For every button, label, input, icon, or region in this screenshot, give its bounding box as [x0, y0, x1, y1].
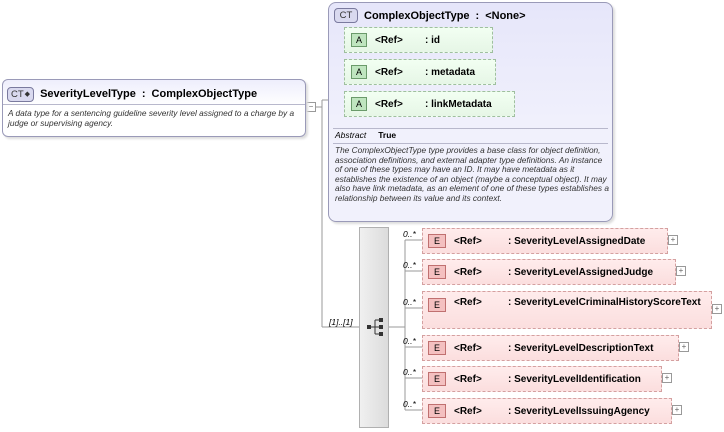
element-icon: E: [428, 265, 446, 279]
attribute-ref: <Ref>: [375, 98, 403, 110]
attribute-name: : metadata: [425, 66, 476, 78]
type-base: ComplexObjectType: [151, 88, 258, 100]
element-severity-level-criminal-history-score-text[interactable]: E <Ref> : SeverityLevelCriminalHistorySc…: [422, 291, 712, 329]
element-name: : SeverityLevelIdentification: [508, 373, 641, 385]
expand-toggle[interactable]: +: [662, 373, 672, 383]
expand-toggle[interactable]: +: [679, 342, 689, 352]
element-cardinality: 0..*: [403, 229, 416, 239]
attribute-icon: A: [351, 65, 367, 79]
attribute-icon: A: [351, 97, 367, 111]
expand-toggle[interactable]: +: [672, 405, 682, 415]
element-icon: E: [428, 298, 446, 312]
expand-toggle[interactable]: +: [676, 266, 686, 276]
element-icon: E: [428, 341, 446, 355]
element-ref: <Ref>: [454, 405, 482, 417]
sequence-cardinality: [1]..[1]: [329, 317, 353, 327]
element-icon: E: [428, 404, 446, 418]
attribute-id[interactable]: A <Ref> : id: [344, 27, 493, 53]
abstract-value: True: [378, 130, 397, 140]
divider: [333, 143, 608, 144]
complex-type-severity-level[interactable]: CT◆ SeverityLevelType : ComplexObjectTyp…: [2, 79, 306, 137]
element-icon: E: [428, 372, 446, 386]
element-cardinality: 0..*: [403, 336, 416, 346]
type-name: SeverityLevelType: [40, 88, 136, 100]
type-description: A data type for a sentencing guideline s…: [8, 108, 295, 128]
complex-type-icon: CT: [334, 8, 358, 23]
element-severity-level-assigned-judge[interactable]: E <Ref> : SeverityLevelAssignedJudge: [422, 259, 676, 285]
element-severity-level-issuing-agency[interactable]: E <Ref> : SeverityLevelIssuingAgency: [422, 398, 672, 424]
element-severity-level-identification[interactable]: E <Ref> : SeverityLevelIdentification: [422, 366, 662, 392]
base-type-description: The ComplexObjectType type provides a ba…: [335, 145, 609, 203]
attribute-link-metadata[interactable]: A <Ref> : linkMetadata: [344, 91, 515, 117]
abstract-label: Abstract: [335, 130, 367, 140]
expand-toggle[interactable]: +: [668, 235, 678, 245]
base-type-base: <None>: [485, 9, 526, 22]
element-name: : SeverityLevelAssignedJudge: [508, 266, 654, 278]
attribute-icon: A: [351, 33, 367, 47]
divider: [333, 128, 608, 129]
element-severity-level-assigned-date[interactable]: E <Ref> : SeverityLevelAssignedDate: [422, 228, 668, 254]
attribute-metadata[interactable]: A <Ref> : metadata: [344, 59, 496, 85]
base-type-separator: :: [475, 9, 480, 22]
element-cardinality: 0..*: [403, 260, 416, 270]
element-ref: <Ref>: [454, 342, 482, 354]
element-name: : SeverityLevelDescriptionText: [508, 342, 654, 354]
element-name: : SeverityLevelIssuingAgency: [508, 405, 650, 417]
attribute-name: : linkMetadata: [425, 98, 492, 110]
element-severity-level-description-text[interactable]: E <Ref> : SeverityLevelDescriptionText: [422, 335, 679, 361]
element-cardinality: 0..*: [403, 367, 416, 377]
sequence-compositor[interactable]: [359, 227, 389, 428]
element-ref: <Ref>: [454, 297, 482, 308]
element-ref: <Ref>: [454, 235, 482, 247]
element-icon: E: [428, 234, 446, 248]
complex-type-icon: CT◆: [7, 86, 35, 102]
element-ref: <Ref>: [454, 266, 482, 278]
collapse-toggle[interactable]: −: [306, 102, 316, 112]
element-ref: <Ref>: [454, 373, 482, 385]
type-separator: :: [141, 88, 146, 100]
element-cardinality: 0..*: [403, 399, 416, 409]
element-cardinality: 0..*: [403, 297, 416, 307]
base-type-name: ComplexObjectType: [364, 9, 470, 22]
expand-toggle[interactable]: +: [712, 304, 722, 314]
attribute-name: : id: [425, 34, 440, 46]
element-name: : SeverityLevelCriminalHistoryScoreText: [508, 297, 701, 308]
attribute-ref: <Ref>: [375, 34, 403, 46]
element-name: : SeverityLevelAssignedDate: [508, 235, 646, 247]
sequence-icon: [367, 318, 383, 336]
attribute-ref: <Ref>: [375, 66, 403, 78]
divider: [3, 104, 305, 105]
